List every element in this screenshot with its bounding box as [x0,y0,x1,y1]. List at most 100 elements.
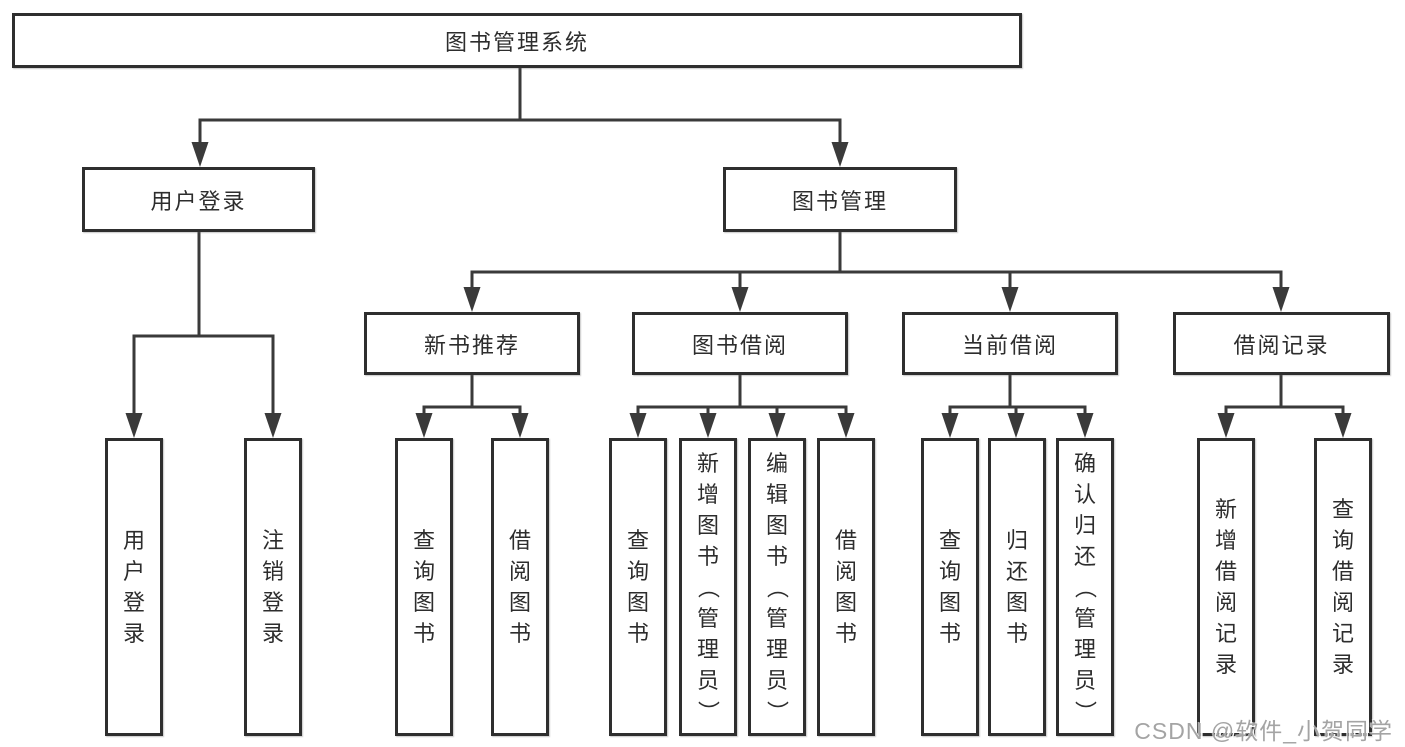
vtext-char: 录 [261,621,284,646]
vtext-char: 新 [696,450,719,476]
vtext-char: 阅 [834,559,857,584]
vtext-char: 图 [938,590,961,615]
vtext-char: ） [1072,699,1098,723]
vtext-char: 录 [1331,652,1354,677]
arrowhead [1001,287,1019,312]
vtext-char: 增 [696,481,719,507]
node-borrowing-records: 借阅记录 [1173,312,1390,375]
vtext-char: 员 [1073,667,1096,693]
node-current-borrowing: 当前借阅 [902,312,1118,375]
leaf-edit-book-admin: 编辑图书（管理员） [748,438,806,736]
vtext-char: 员 [696,667,719,693]
vtext-char: 辑 [765,481,788,507]
vtext-char: 借 [508,528,531,553]
vtext-char: 户 [122,559,145,584]
vtext-char: 归 [1073,512,1096,538]
vtext-char: 借 [834,528,857,553]
vtext-char: 新 [1214,497,1237,522]
connector-user-login-children [132,232,275,417]
arrowhead [191,142,209,167]
vtext-char: 编 [765,450,788,476]
vtext-char: 阅 [1214,590,1237,615]
vtext-char: 理 [765,636,788,662]
leaf-query-book-2: 查询图书 [609,438,667,736]
vtext-char: 书 [834,621,857,646]
vtext-char: 图 [696,512,719,538]
vtext-char: 图 [508,590,531,615]
leaf-return-book: 归还图书 [988,438,1046,736]
vtext-char: 理 [696,636,719,662]
vtext-char: 销 [261,559,284,584]
vtext-char: 图 [765,512,788,538]
vtext-char: 询 [938,559,961,584]
leaf-query-book-3: 查询图书 [921,438,979,736]
leaf-query-borrow-record: 查询借阅记录 [1314,438,1372,736]
vtext-char: 查 [1331,497,1354,522]
vtext-char: 还 [1005,559,1028,584]
leaf-user-login: 用户登录 [105,438,163,736]
arrowhead [1272,287,1290,312]
vtext-char: 书 [938,621,961,646]
vtext-char: 图 [834,590,857,615]
csdn-watermark: CSDN @软件_小贺同学 [1134,718,1393,744]
node-book-borrowing: 图书借阅 [632,312,848,375]
vtext-char: 增 [1214,528,1237,553]
leaf-add-borrow-record: 新增借阅记录 [1197,438,1255,736]
node-user-login: 用户登录 [82,167,315,232]
leaf-confirm-return-admin: 确认归还（管理员） [1056,438,1114,736]
node-book-management: 图书管理 [723,167,957,232]
vtext-char: ） [695,699,721,723]
vtext-char: 借 [1331,559,1354,584]
arrowhead [463,287,481,312]
connector-borrow-record-children [1224,375,1345,417]
vtext-char: 录 [1214,652,1237,677]
vtext-char: 阅 [508,559,531,584]
arrowhead [837,413,855,438]
arrowhead [768,413,786,438]
node-root-library-system: 图书管理系统 [12,13,1022,68]
arrowhead [125,413,143,438]
vtext-char: 注 [261,528,284,553]
vtext-char: （ [764,575,790,599]
connector-current-borrow-children [948,375,1087,417]
vtext-char: 图 [412,590,435,615]
node-new-book-recommend: 新书推荐 [364,312,580,375]
vtext-char: 书 [508,621,531,646]
leaf-logout: 注销登录 [244,438,302,736]
vtext-char: 阅 [1331,590,1354,615]
vtext-char: 录 [122,621,145,646]
vtext-char: 认 [1073,481,1096,507]
vtext-char: 借 [1214,559,1237,584]
vtext-char: 书 [412,621,435,646]
arrowhead [831,142,849,167]
leaf-add-book-admin: 新增图书（管理员） [679,438,737,736]
vtext-char: 查 [938,528,961,553]
vtext-char: 图 [626,590,649,615]
leaf-borrow-book-1: 借阅图书 [491,438,549,736]
vtext-char: 记 [1214,621,1237,646]
vtext-char: 管 [1073,605,1096,631]
vtext-char: 登 [122,590,145,615]
vtext-char: 询 [626,559,649,584]
vtext-char: 图 [1005,590,1028,615]
vtext-char: 记 [1331,621,1354,646]
arrowhead [941,413,959,438]
arrowhead [731,287,749,312]
connector-root-to-level2 [198,68,842,146]
vtext-char: 管 [765,605,788,631]
arrowhead [415,413,433,438]
vtext-char: 书 [626,621,649,646]
arrowhead [699,413,717,438]
vtext-char: 查 [626,528,649,553]
connector-new-book-children [422,375,522,417]
arrowhead [511,413,529,438]
vtext-char: 书 [696,543,719,569]
arrowhead [629,413,647,438]
vtext-char: 用 [122,528,145,553]
vtext-char: 书 [1005,621,1028,646]
vtext-char: 询 [1331,528,1354,553]
vtext-char: ） [764,699,790,723]
vtext-char: 登 [261,590,284,615]
vtext-char: 确 [1073,450,1096,476]
